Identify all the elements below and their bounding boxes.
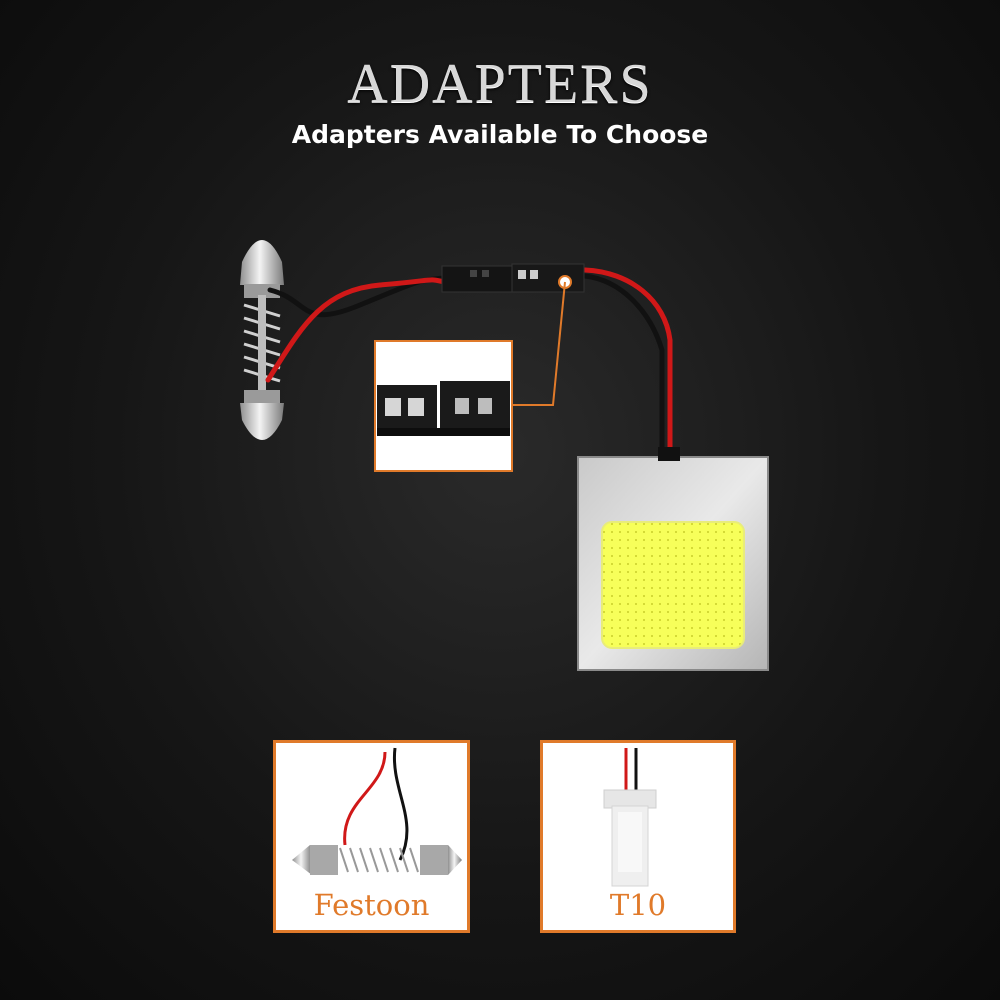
callout-pointer [512, 275, 572, 406]
adapter-label-t10: T10 [609, 888, 667, 922]
connector-zoom-inset [374, 340, 513, 472]
page-subtitle: Adapters Available To Choose [291, 120, 709, 149]
wire-harness [265, 267, 673, 463]
festoon-bulb-icon [240, 240, 284, 440]
adapter-label-festoon: Festoon [313, 888, 430, 922]
adapter-card-festoon[interactable]: Festoon [274, 741, 469, 932]
festoon-card-illustration [273, 740, 470, 933]
page-title: ADAPTERS [347, 53, 653, 115]
adapter-card-t10[interactable]: T10 [541, 741, 735, 932]
t10-card-illustration [540, 740, 736, 933]
cob-led-panel [577, 447, 769, 671]
connector-icon [441, 263, 585, 293]
